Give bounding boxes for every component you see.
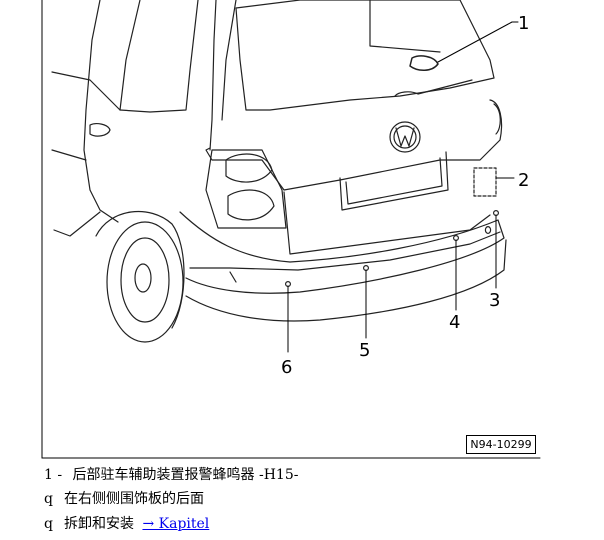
rear-wheel [95,211,185,343]
vw-logo [389,121,421,153]
rear-bumper [179,211,507,322]
bullet-text: 拆卸和安装 [64,516,134,532]
kapitel-link[interactable]: → Kapitel [142,516,210,532]
right-side-trim-panel [473,167,497,197]
car-side-body [51,0,237,237]
bullet-marker: q [44,491,53,507]
rear-window [235,0,495,111]
right-tail-light [489,99,503,151]
legend-item-1: 1 - 后部驻车辅助装置报警蜂鸣器 -H15- [44,466,298,484]
callout-2: 2 [518,170,529,191]
legend-item-text: 后部驻车辅助装置报警蜂鸣器 -H15- [72,467,299,483]
bullet-text: 在右侧侧围饰板的后面 [64,491,204,507]
callout-6: 6 [281,357,292,378]
legend-bullet-1: q 在右侧侧围饰板的后面 [44,490,204,508]
callout-3: 3 [489,290,500,311]
callout-1: 1 [518,13,529,34]
left-tail-light [205,149,287,229]
legend-item-number: 1 - [44,467,63,483]
bullet-marker: q [44,516,53,532]
callout-4: 4 [449,312,460,333]
legend-bullet-2: q 拆卸和安装 → Kapitel [44,515,209,533]
figure-id-label: N94-10299 [466,435,536,454]
vehicle-rear-diagram: 1 2 3 4 5 6 N94-10299 [41,0,541,459]
callout-5: 5 [359,340,370,361]
tailgate [205,147,491,255]
callout-leader-lines [287,21,519,353]
parking-sensors [285,210,500,288]
